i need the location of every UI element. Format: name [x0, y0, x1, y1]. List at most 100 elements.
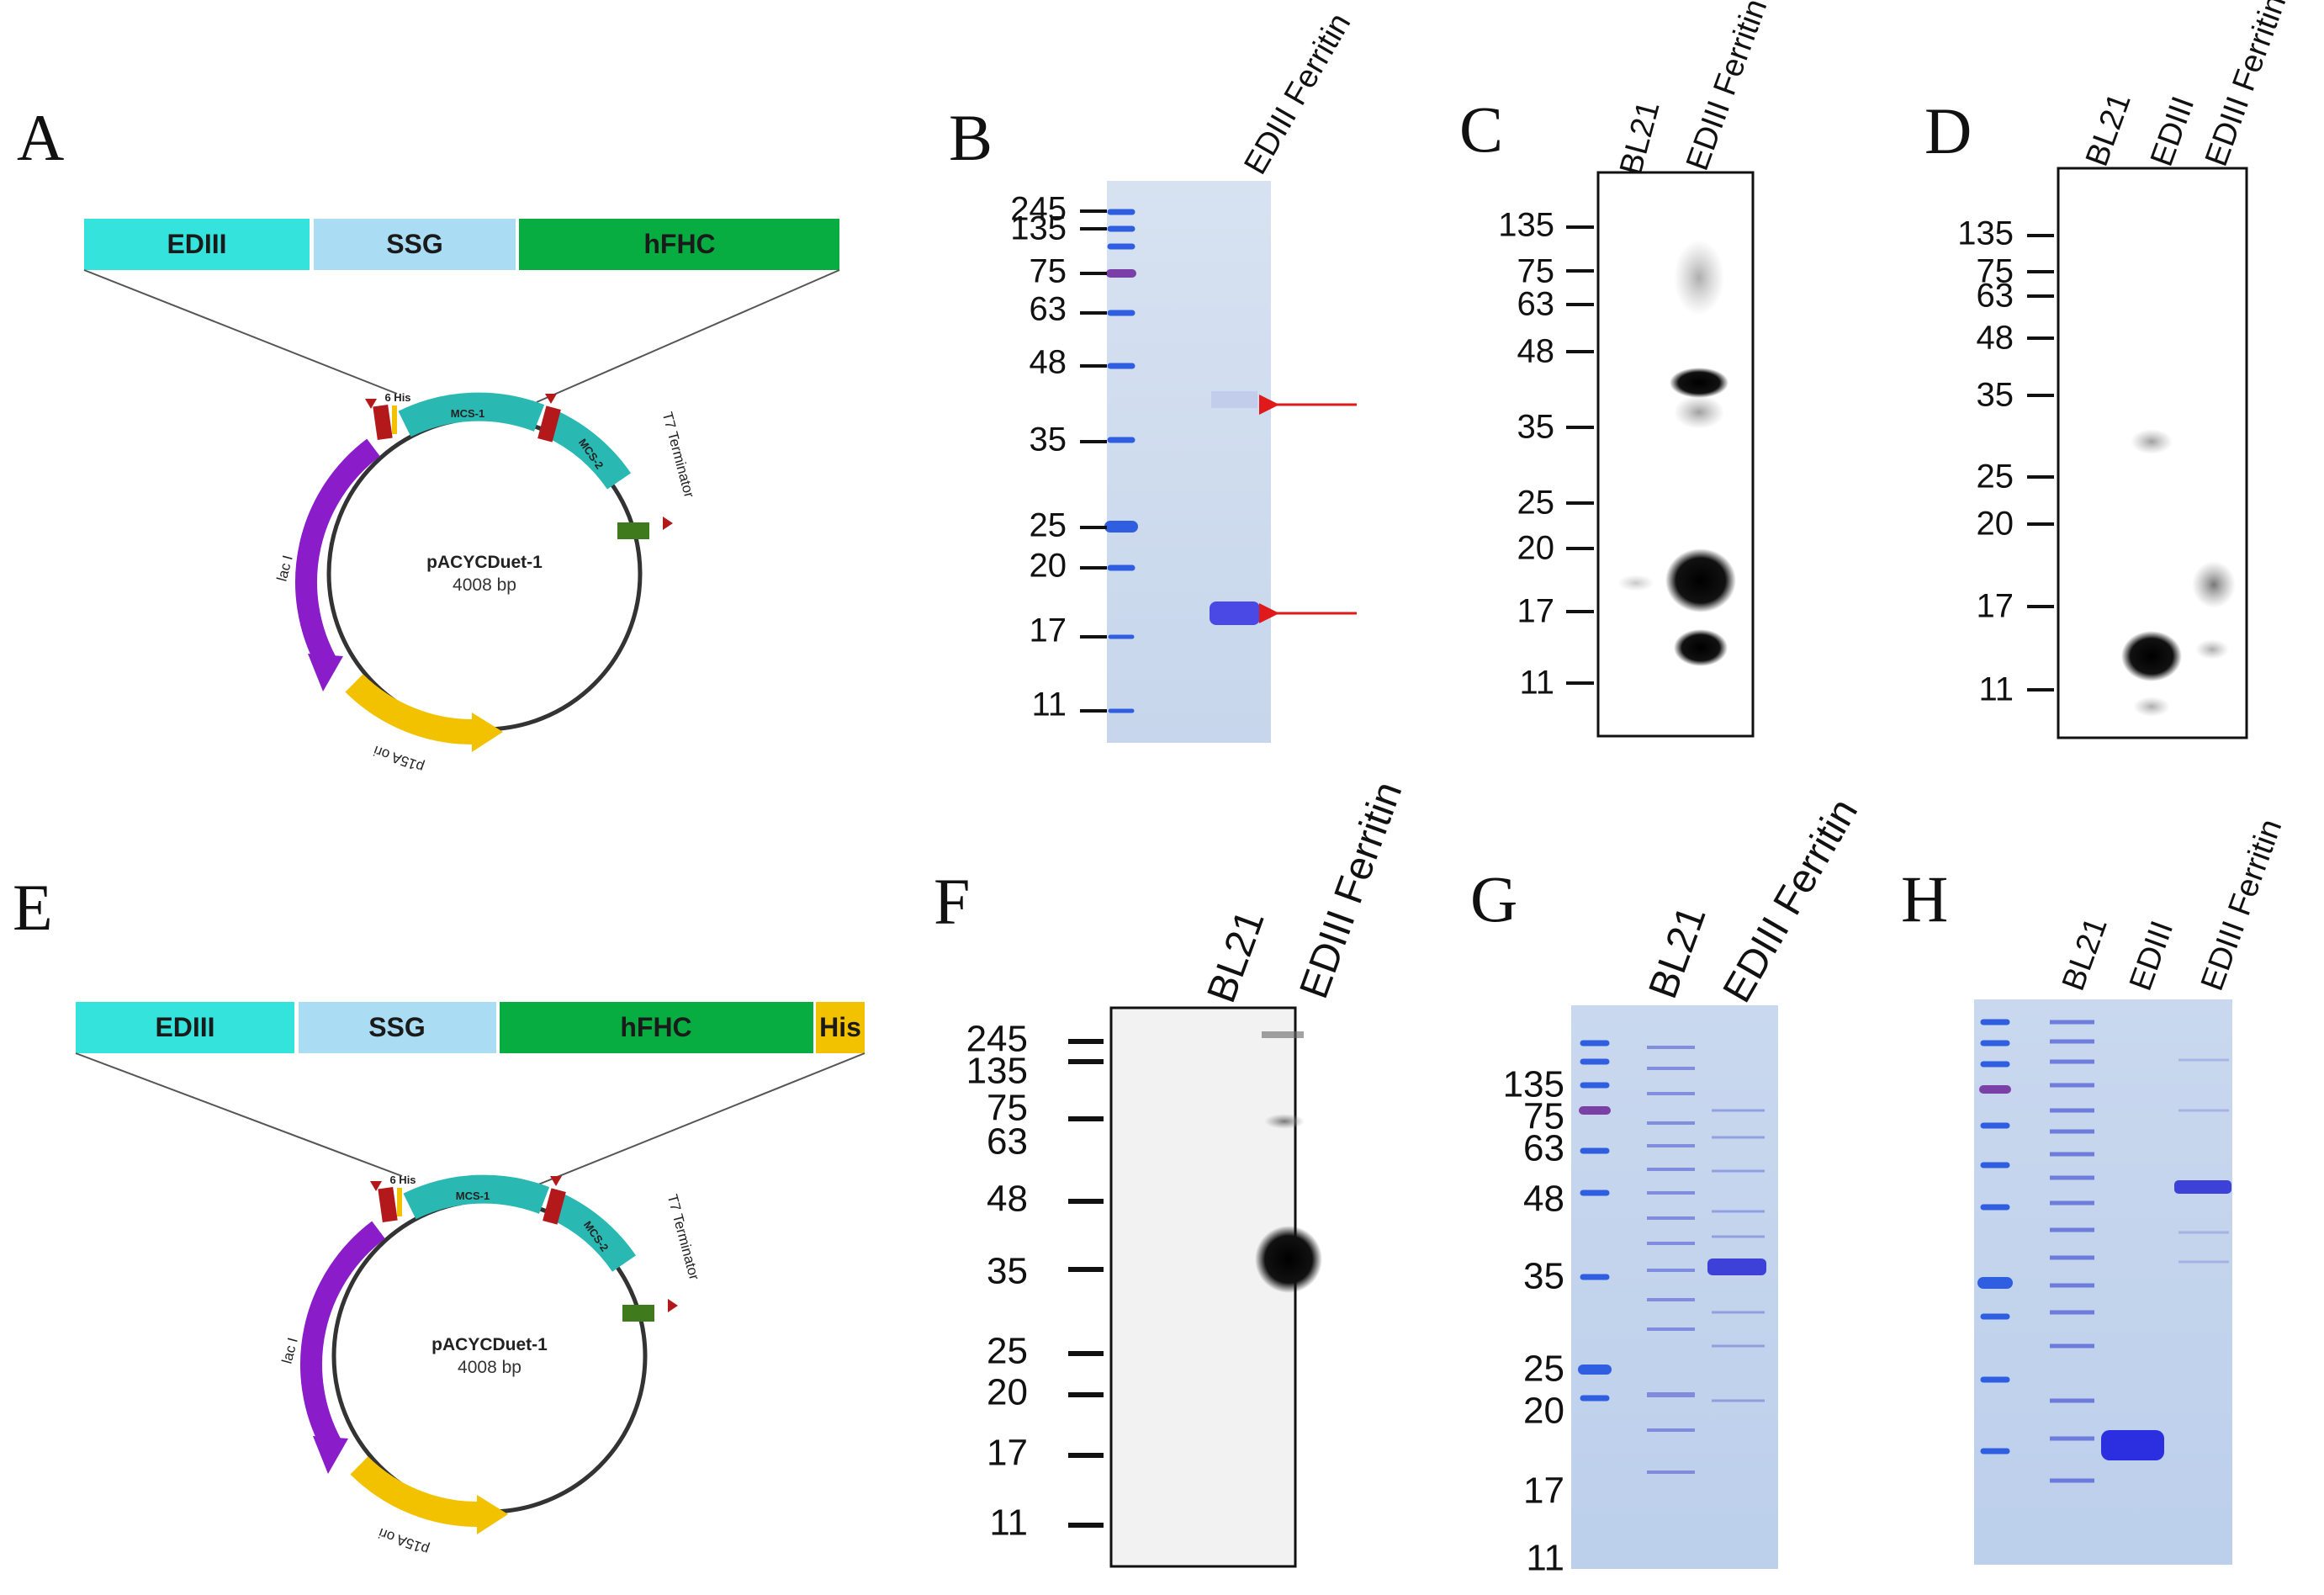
mw-label: 48: [1030, 344, 1067, 381]
lane-label-c-ferritin: EDIII Ferritin: [1680, 0, 1774, 175]
band-d-ediii-10: [2133, 697, 2170, 717]
lane-label-b-ferritin: EDIII Ferritin: [1237, 8, 1358, 181]
mcs1-label: MCS-1: [451, 407, 484, 420]
mw-label: 48: [987, 1179, 1028, 1220]
blot-f: [1109, 1006, 1297, 1568]
mw-label: 75: [1030, 253, 1067, 290]
construct-label-hfhc: hFHC: [620, 1012, 691, 1042]
band-f-75: [1264, 1114, 1305, 1129]
panel-c: C BL21 EDIII Ferritin 135 75 63 48 35 25…: [1459, 0, 1774, 738]
lane-h-ferritin-faint: [2178, 1058, 2229, 1264]
lane-g-ferritin: [1712, 1109, 1765, 1402]
ori-gene: [350, 1456, 482, 1528]
band-c-75: [1674, 240, 1724, 315]
band-h-ediii: [2101, 1430, 2164, 1460]
construct-box-ediii: [84, 219, 310, 270]
ladder-b: [1104, 209, 1138, 713]
his-tag-site: [392, 405, 397, 434]
plasmid-map: lac I p15A ori MCS-1 MCS-2 6 His T7 Term…: [273, 391, 697, 776]
site-left: [378, 1186, 398, 1223]
construct-box-ssg: [299, 1002, 496, 1053]
lane-label-h-ediii: EDIII: [2123, 916, 2180, 995]
mw-label: 35: [1523, 1256, 1564, 1297]
gel-h: [1974, 999, 2232, 1565]
mw-label: 75: [1517, 253, 1555, 290]
mcs1-label: MCS-1: [456, 1190, 490, 1202]
ori-label: p15A ori: [377, 1525, 431, 1558]
t7-terminator-block: [622, 1305, 654, 1322]
promoter-right-icon: [550, 1176, 562, 1186]
band-d-ediii-12: [2121, 631, 2182, 681]
ori-arrowhead: [472, 713, 503, 752]
lane-label-h-bl21: BL21: [2056, 913, 2115, 995]
lane-label-f-ferritin: EDIII Ferritin: [1292, 776, 1411, 1004]
lane-label-f-bl21: BL21: [1199, 904, 1273, 1008]
mw-markers-d: 135 75 63 48 35 25 20 17 11: [1957, 215, 2054, 708]
lane-label-c-bl21: BL21: [1613, 98, 1667, 179]
mw-label: 135: [966, 1051, 1028, 1092]
mw-label: 11: [1519, 665, 1554, 702]
laci-arrowhead: [308, 654, 343, 692]
band-c-bl21: [1617, 575, 1654, 591]
mw-label: 135: [1957, 215, 2014, 252]
lane-label-g-bl21: BL21: [1641, 900, 1715, 1004]
mw-label: 25: [1517, 485, 1555, 522]
mw-label: 25: [987, 1331, 1028, 1372]
promoter-right-icon: [545, 394, 557, 404]
mw-label: 20: [1030, 548, 1067, 585]
mw-label: 25: [1030, 507, 1067, 544]
mw-label: 35: [987, 1251, 1028, 1292]
promoter-left-icon: [365, 399, 377, 409]
panel-letter-f: F: [934, 865, 970, 938]
lane-label-h-ferritin: EDIII Ferritin: [2194, 814, 2289, 995]
mw-label: 63: [987, 1121, 1028, 1163]
construct-box-his: [816, 1002, 865, 1053]
band-c-40: [1670, 368, 1728, 398]
t7-label: T7 Terminator: [659, 411, 698, 500]
laci-label: lac I: [278, 1336, 300, 1365]
mw-label: 11: [1526, 1538, 1564, 1579]
lane-label-d-ediii: EDIII: [2144, 92, 2201, 171]
mw-label: 11: [1978, 671, 2014, 708]
mcs2-block: [550, 1193, 637, 1272]
construct-box-ssg: [314, 219, 516, 270]
construct-box-hfhc: [519, 219, 839, 270]
panel-letter-g: G: [1470, 862, 1517, 935]
band-h-ferritin: [2174, 1180, 2231, 1194]
mw-label: 135: [1498, 207, 1554, 244]
insert-line-right: [537, 1052, 866, 1185]
band-c-18: [1665, 548, 1736, 612]
construct-label-ediii: EDIII: [155, 1012, 214, 1042]
mw-label: 75: [987, 1088, 1028, 1129]
ladder-g: [1578, 1040, 1612, 1402]
panel-letter-e: E: [13, 871, 53, 944]
construct-label-ssg: SSG: [368, 1012, 426, 1042]
t7-label: T7 Terminator: [664, 1193, 703, 1282]
band-g-37: [1707, 1259, 1766, 1275]
lane-label-d-bl21: BL21: [2079, 88, 2138, 171]
ladder-h: [1977, 1019, 2013, 1455]
mw-label: 17: [987, 1433, 1028, 1474]
plasmid-map: lac I p15A ori MCS-1 MCS-2 6 His T7 Term…: [278, 1174, 702, 1558]
mw-label: 135: [1503, 1064, 1564, 1105]
mw-label: 20: [987, 1372, 1028, 1413]
mw-label: 25: [1977, 458, 2014, 495]
mw-label: 63: [1030, 291, 1067, 328]
promoter-left-icon: [370, 1181, 382, 1191]
panel-letter-d: D: [1924, 94, 1972, 167]
band-d-ferritin-13: [2195, 639, 2229, 660]
lane-h-bl21: [2050, 1020, 2094, 1483]
lane-label-d-ferritin: EDIII Ferritin: [2199, 0, 2293, 171]
plasmid-name: pACYCDuet-1: [426, 553, 543, 572]
plasmid-size: 4008 bp: [458, 1358, 521, 1377]
panel-d: D BL21 EDIII EDIII Ferritin 135 75 63 48…: [1924, 0, 2293, 739]
band-b-18kda: [1210, 601, 1260, 625]
panel-f: F BL21 EDIII Ferritin 245 135 75 63 48 3…: [934, 776, 1411, 1568]
mw-label: 35: [1517, 409, 1555, 446]
mw-markers-c: 135 75 63 48 35 25 20 17 11: [1498, 207, 1594, 702]
site-left: [373, 404, 393, 441]
mw-label: 75: [1977, 253, 2014, 290]
construct-label-his: His: [819, 1012, 861, 1042]
mw-label: 48: [1523, 1179, 1564, 1220]
mw-markers-f: 245 135 75 63 48 35 25 20 17 11: [966, 1019, 1104, 1544]
